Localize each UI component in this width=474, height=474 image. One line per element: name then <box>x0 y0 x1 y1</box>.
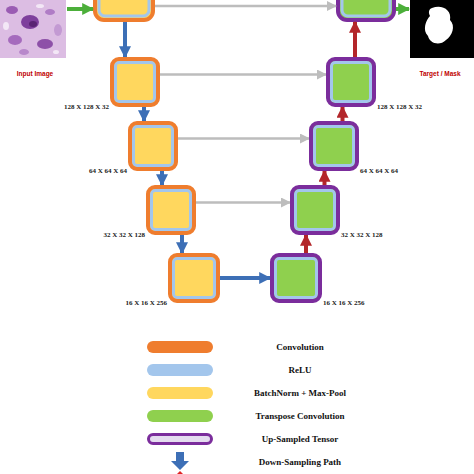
dimension-label: 128 X 128 X 32 <box>64 103 109 111</box>
legend-row: Convolution <box>0 341 474 354</box>
legend-row: Up-Sampled Tensor <box>0 433 474 446</box>
legend-swatch <box>147 341 213 353</box>
image-caption: Target / Mask <box>419 70 460 77</box>
legend-text: Transpose Convolution <box>215 410 385 422</box>
legend-text: ReLU <box>215 364 385 376</box>
legend-swatch <box>147 410 213 422</box>
arrow-shape <box>171 452 189 470</box>
flow-arrow <box>196 201 290 204</box>
output-arrow <box>396 7 409 11</box>
legend-text: Convolution <box>215 341 385 353</box>
dimension-label: 16 X 16 X 256 <box>125 299 167 307</box>
top-decoder-block <box>338 0 394 20</box>
dimension-label: 64 X 64 X 64 <box>89 167 127 175</box>
legend-text: BatchNorm + Max-Pool <box>215 387 385 399</box>
flow-arrow <box>180 235 184 253</box>
down-arrow-symbol <box>147 452 213 474</box>
flow-arrow <box>178 137 309 140</box>
dimension-label: 64 X 64 X 64 <box>360 167 398 175</box>
label-holder: 64 X 64 X 64 <box>360 159 398 177</box>
legend-row: Transpose Convolution <box>0 410 474 423</box>
legend-row: ReLU <box>0 364 474 377</box>
skip-arrow <box>155 5 336 8</box>
label-holder: 16 X 16 X 256 <box>323 291 365 309</box>
input-image <box>0 0 66 58</box>
dimension-label: 16 X 16 X 256 <box>323 299 365 307</box>
decoder-block: 16 X 16 X 256 <box>270 253 322 303</box>
label-holder: 128 X 128 X 32 <box>64 95 109 113</box>
legend-swatch <box>147 387 213 399</box>
up-arrow <box>353 22 357 57</box>
legend-diamond <box>172 471 188 474</box>
legend-text: Down-Sampling Path <box>215 456 385 468</box>
dimension-label: 32 X 32 X 128 <box>341 231 383 239</box>
legend-text: Up-Sampled Tensor <box>215 433 385 445</box>
encoder-block: 32 X 32 X 128 <box>146 185 196 235</box>
flow-arrow <box>220 276 270 280</box>
flow-arrow <box>341 107 345 121</box>
dimension-label: 32 X 32 X 128 <box>103 231 145 239</box>
label-holder: 32 X 32 X 128 <box>341 223 383 241</box>
dimension-label: 128 X 128 X 32 <box>377 103 422 111</box>
down-arrow <box>123 22 127 57</box>
flow-arrow <box>304 235 308 253</box>
label-holder: 16 X 16 X 256 <box>125 291 167 309</box>
image-caption: Input Image <box>17 70 53 77</box>
encoder-block: 64 X 64 X 64 <box>128 121 178 171</box>
encoder-block: 128 X 128 X 32 <box>110 57 160 107</box>
flow-arrow <box>323 171 327 185</box>
top-encoder-block <box>95 0 153 20</box>
mask-image <box>410 0 474 58</box>
legend-swatch <box>147 456 213 468</box>
legend-row: Down-Sampling Path <box>0 456 474 469</box>
legend-swatch <box>147 364 213 376</box>
decoder-block: 32 X 32 X 128 <box>290 185 340 235</box>
flow-arrow <box>142 107 146 121</box>
label-holder: 32 X 32 X 128 <box>103 223 145 241</box>
label-holder: Input Image <box>2 62 68 80</box>
encoder-block: 16 X 16 X 256 <box>168 253 220 303</box>
label-holder: 128 X 128 X 32 <box>377 95 422 113</box>
image-node: Target / Mask <box>410 0 474 58</box>
label-holder: Target / Mask <box>408 62 472 80</box>
legend-row: BatchNorm + Max-Pool <box>0 387 474 400</box>
flow-arrow <box>160 171 164 185</box>
flow-arrow <box>160 73 326 76</box>
decoder-block: 64 X 64 X 64 <box>309 121 359 171</box>
image-node: Input Image <box>0 0 66 58</box>
decoder-block: 128 X 128 X 32 <box>326 57 376 107</box>
input-arrow <box>67 7 93 11</box>
legend-swatch <box>147 433 213 445</box>
label-holder: 64 X 64 X 64 <box>89 159 127 177</box>
